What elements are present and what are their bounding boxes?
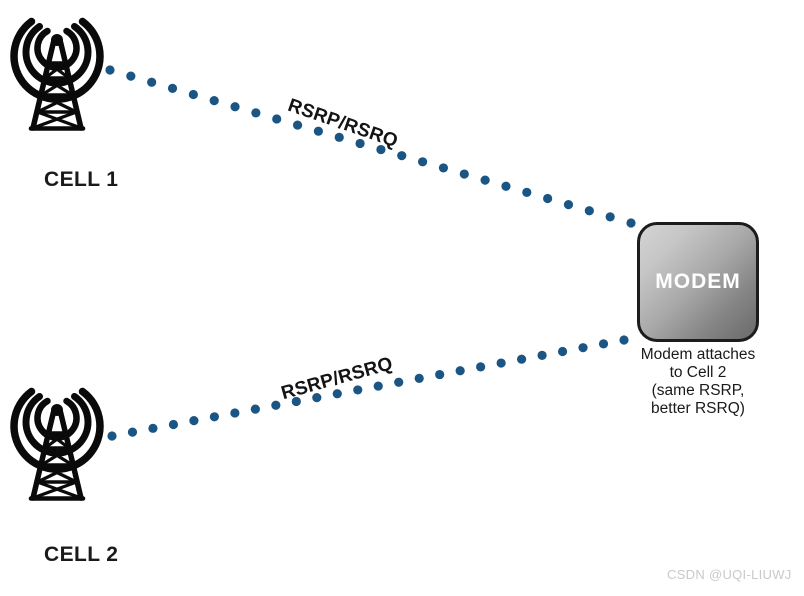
signal-dot — [435, 369, 445, 380]
signal-dot — [332, 389, 342, 399]
watermark-text: CSDN @UQI-LIUWJ — [667, 567, 792, 582]
modem-caption-line: better RSRQ) — [651, 400, 745, 417]
cell-tower-2-icon — [14, 392, 100, 499]
signal-dot — [496, 358, 506, 368]
signal-dot — [517, 354, 527, 364]
signal-dot — [480, 175, 490, 185]
signal-dot — [598, 339, 609, 349]
modem-caption-line: Modem attaches — [640, 346, 756, 363]
signal-dot — [230, 102, 240, 112]
modem-node: MODEM — [637, 222, 759, 342]
signal-dot — [563, 200, 574, 210]
signal-dot — [230, 408, 240, 418]
signal-dot — [148, 423, 158, 433]
signal-dot — [272, 114, 282, 124]
signal-dot — [418, 157, 428, 167]
signal-dot — [209, 412, 219, 422]
modem-caption: Modem attaches to Cell 2 (same RSRP, bet… — [628, 346, 768, 418]
signal-dot — [557, 346, 568, 357]
signal-dot — [147, 77, 157, 87]
signal-dot — [189, 416, 199, 426]
signal-dot — [619, 335, 629, 345]
signal-dot — [626, 218, 636, 228]
signal-dot — [455, 366, 465, 376]
modem-caption-line: to Cell 2 — [669, 364, 727, 381]
signal-dot — [543, 193, 553, 204]
signal-dot — [353, 385, 363, 395]
signal-dot — [167, 83, 178, 93]
cell-2-label: CELL 2 — [44, 543, 119, 566]
signal-dot — [271, 400, 281, 410]
signal-dot — [188, 89, 198, 100]
signal-dot — [355, 138, 365, 149]
signal-dot — [168, 419, 179, 430]
cell-1-label: CELL 1 — [44, 168, 119, 191]
signal-dot — [459, 169, 469, 179]
signal-dot — [127, 427, 138, 437]
signal-dot — [373, 381, 383, 391]
signal-link-cell1 — [105, 65, 636, 228]
signal-dot — [537, 350, 547, 360]
signal-dot — [414, 373, 424, 383]
signal-dot — [250, 404, 260, 414]
signal-dot — [126, 71, 136, 81]
signal-dot — [501, 181, 511, 191]
signal-dot — [334, 132, 344, 142]
signal-dot — [522, 187, 532, 197]
signal-dot — [313, 126, 323, 136]
modem-caption-line: (same RSRP, — [651, 382, 745, 399]
signal-dot — [578, 343, 588, 353]
signal-dot — [438, 163, 449, 173]
signal-dot — [376, 144, 386, 155]
signal-dot — [476, 362, 486, 372]
signal-dot — [251, 108, 261, 118]
signal-dot — [605, 212, 615, 222]
signal-dot — [291, 396, 301, 407]
signal-dot — [105, 65, 115, 75]
signal-dot — [209, 96, 219, 106]
signal-dot — [292, 120, 303, 130]
modem-label: MODEM — [655, 270, 741, 293]
signal-dot — [584, 206, 594, 216]
signal-link-cell2 — [107, 335, 629, 441]
signal-dot — [107, 431, 117, 441]
cell-tower-1-icon — [14, 22, 100, 129]
signal-dot — [312, 393, 322, 403]
signal-dot — [397, 151, 407, 161]
signal-dot — [394, 377, 404, 387]
